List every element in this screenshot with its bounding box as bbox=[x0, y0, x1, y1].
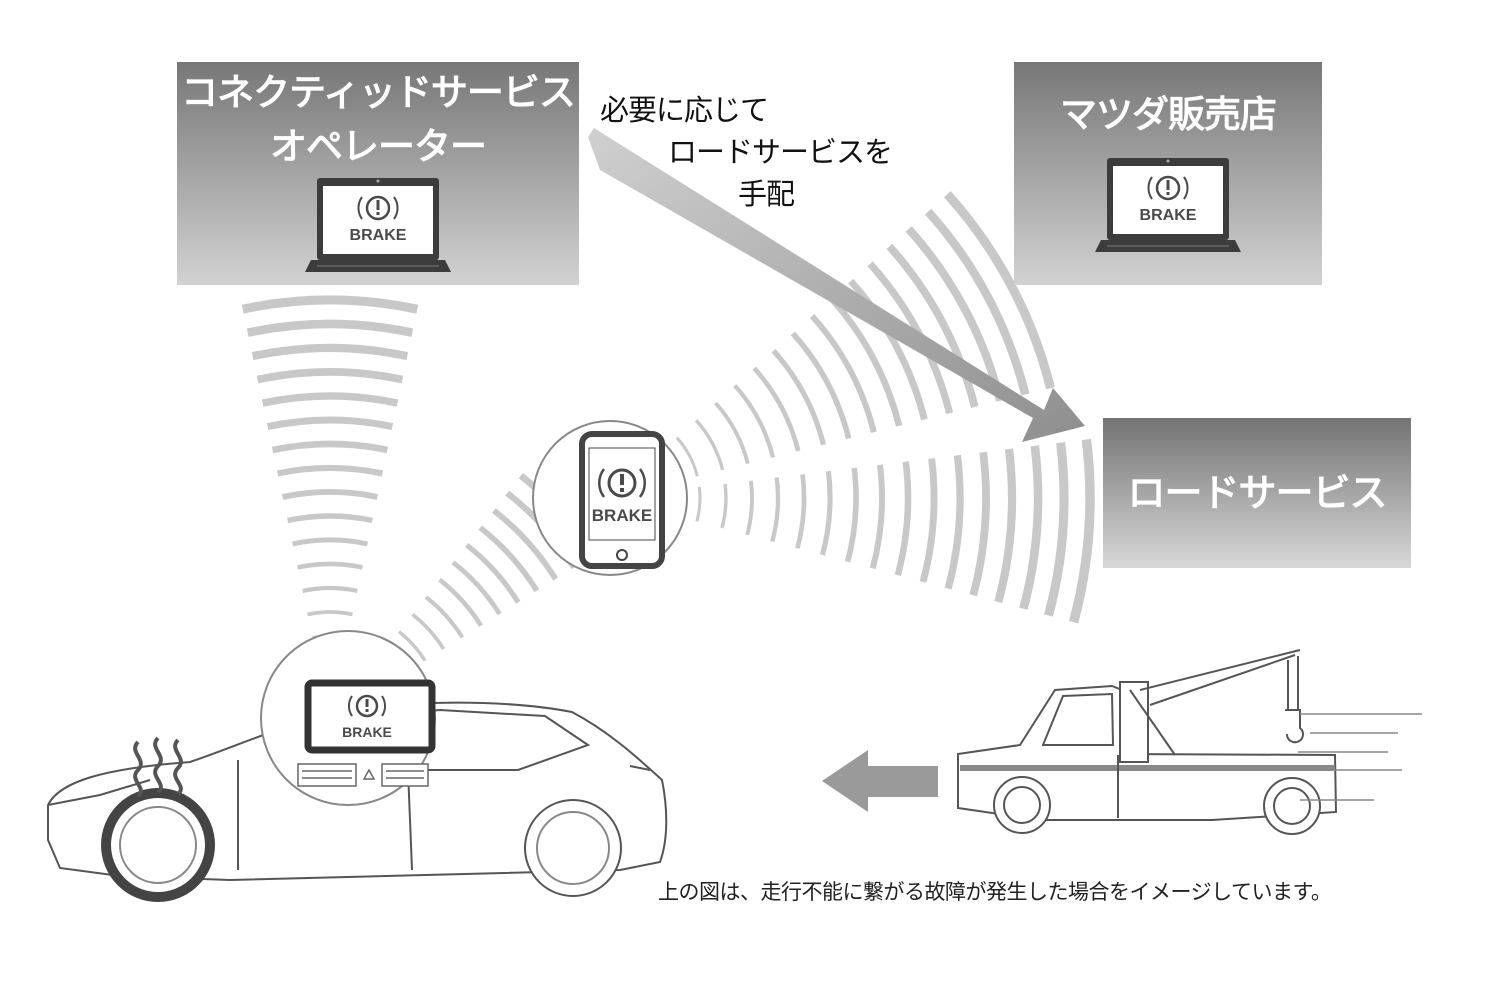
operator-box: コネクティッドサービス オペレーター BRAKE bbox=[177, 62, 579, 285]
callout-line-1: 必要に応じて bbox=[600, 93, 769, 127]
road-service-title: ロードサービス bbox=[1127, 471, 1387, 515]
display-screen: BRAKE bbox=[304, 679, 436, 754]
signal-arc bbox=[994, 448, 1017, 604]
brake-label: BRAKE bbox=[592, 506, 652, 525]
signal-arc bbox=[770, 477, 781, 543]
brake-warning-icon bbox=[347, 694, 387, 718]
signal-arc bbox=[397, 630, 427, 662]
signal-arc bbox=[451, 560, 502, 616]
signal-arc bbox=[276, 464, 384, 477]
brake-label: BRAKE bbox=[342, 724, 392, 740]
tow-truck bbox=[957, 649, 1338, 835]
signal-arc bbox=[1069, 438, 1095, 624]
signal-arc bbox=[251, 343, 409, 361]
signal-arc bbox=[302, 585, 358, 593]
dispatch-arrow bbox=[588, 128, 1085, 442]
signal-arc bbox=[848, 278, 928, 421]
signal-arc bbox=[844, 467, 859, 563]
callout-line-2: ロードサービスを bbox=[668, 135, 893, 169]
air-vents bbox=[297, 763, 429, 787]
signal-arc bbox=[944, 191, 1055, 390]
heat-lines bbox=[133, 736, 183, 798]
brake-warning-icon bbox=[1147, 175, 1189, 201]
smartphone-icon: BRAKE bbox=[579, 431, 665, 569]
signal-arc bbox=[924, 208, 1030, 396]
brake-label: BRAKE bbox=[1140, 207, 1197, 224]
operator-title-line2: オペレーター bbox=[270, 125, 487, 168]
signal-arc bbox=[411, 612, 446, 650]
signal-arc bbox=[714, 401, 750, 465]
signal-arc bbox=[271, 440, 389, 454]
signal-arc bbox=[491, 508, 559, 581]
signal-arc bbox=[281, 489, 379, 500]
brake-label: BRAKE bbox=[350, 227, 407, 244]
laptop-icon: BRAKE bbox=[1095, 158, 1241, 252]
signal-arc bbox=[694, 419, 725, 471]
signal-arc bbox=[478, 525, 540, 593]
signal-arc bbox=[745, 480, 754, 536]
signal-arc bbox=[266, 416, 394, 431]
signal-arc bbox=[438, 577, 483, 627]
operator-title-line1: コネクティッドサービス bbox=[181, 71, 576, 114]
signal-arc bbox=[246, 319, 414, 337]
signal-arc bbox=[894, 461, 912, 576]
signal-arc bbox=[969, 451, 990, 597]
laptop-icon: BRAKE bbox=[305, 178, 451, 272]
signal-arc bbox=[819, 470, 833, 556]
signal-arc bbox=[1044, 442, 1069, 617]
smartphone-bubble: BRAKE bbox=[532, 420, 688, 576]
signal-arc bbox=[297, 561, 363, 570]
speed-lines bbox=[1298, 713, 1422, 801]
signal-arc bbox=[241, 295, 419, 314]
dealer-box: マツダ販売店 BRAKE bbox=[1014, 62, 1322, 285]
signal-waves-to-dealer bbox=[675, 191, 1055, 477]
signal-arc bbox=[771, 349, 827, 446]
signal-arc bbox=[790, 331, 852, 440]
caption: 上の図は、走行不能に繋がる故障が発生した場合をイメージしています。 bbox=[658, 880, 1332, 904]
callout-line-3: 手配 bbox=[738, 177, 795, 211]
signal-arc bbox=[829, 296, 903, 427]
signal-arc bbox=[465, 543, 521, 604]
signal-arc bbox=[1019, 445, 1043, 610]
signal-arc bbox=[287, 513, 373, 524]
signal-waves-to-road-service bbox=[695, 438, 1095, 624]
signal-arc bbox=[886, 243, 979, 408]
signal-arc bbox=[733, 384, 776, 458]
dealer-title: マツダ販売店 bbox=[1060, 93, 1277, 136]
signal-arc bbox=[919, 458, 938, 583]
brake-warning-icon bbox=[598, 468, 646, 498]
signal-arc bbox=[675, 436, 699, 477]
signal-arc bbox=[869, 464, 885, 570]
dashboard-bubble: BRAKE bbox=[260, 630, 436, 806]
signal-arc bbox=[720, 483, 728, 529]
signal-arc bbox=[695, 486, 702, 522]
signal-arc bbox=[292, 537, 368, 547]
road-service-box: ロードサービス bbox=[1103, 418, 1411, 568]
signal-arc bbox=[256, 368, 404, 384]
signal-waves-to-operator bbox=[241, 295, 419, 663]
signal-arc bbox=[795, 474, 807, 549]
signal-arc bbox=[809, 313, 877, 433]
signal-arc bbox=[424, 595, 465, 639]
tow-direction-arrow bbox=[822, 750, 938, 812]
signal-arc bbox=[261, 392, 399, 407]
signal-arc bbox=[944, 454, 964, 590]
signal-arc bbox=[307, 610, 353, 617]
brake-warning-icon bbox=[357, 195, 399, 221]
signal-arc bbox=[752, 366, 801, 452]
